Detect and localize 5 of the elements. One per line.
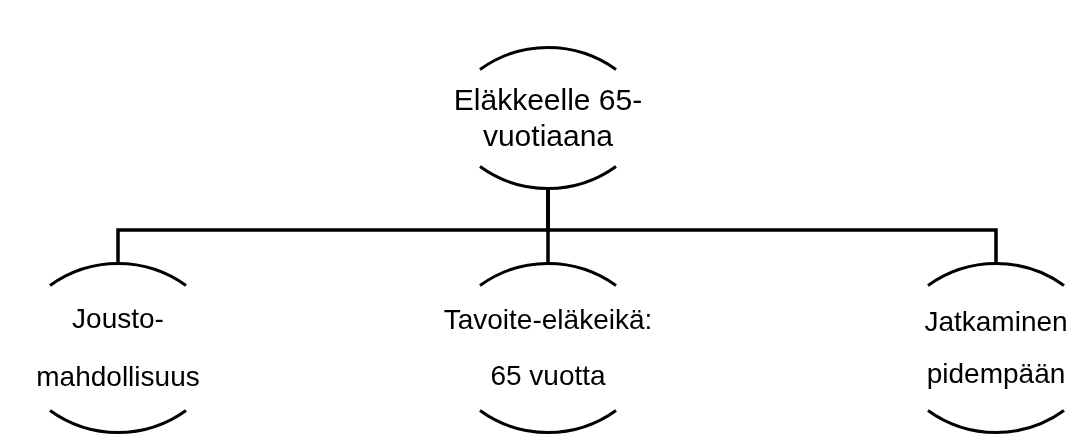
node-label: Eläkkeelle 65- vuotiaana bbox=[452, 82, 644, 154]
node-label: Tavoite-eläkeikä: 65 vuotta bbox=[442, 303, 654, 393]
node-label: Jatkaminen pidempään bbox=[923, 305, 1069, 391]
node-label: Jousto- mahdollisuus bbox=[35, 302, 201, 394]
connector-line bbox=[546, 190, 998, 262]
